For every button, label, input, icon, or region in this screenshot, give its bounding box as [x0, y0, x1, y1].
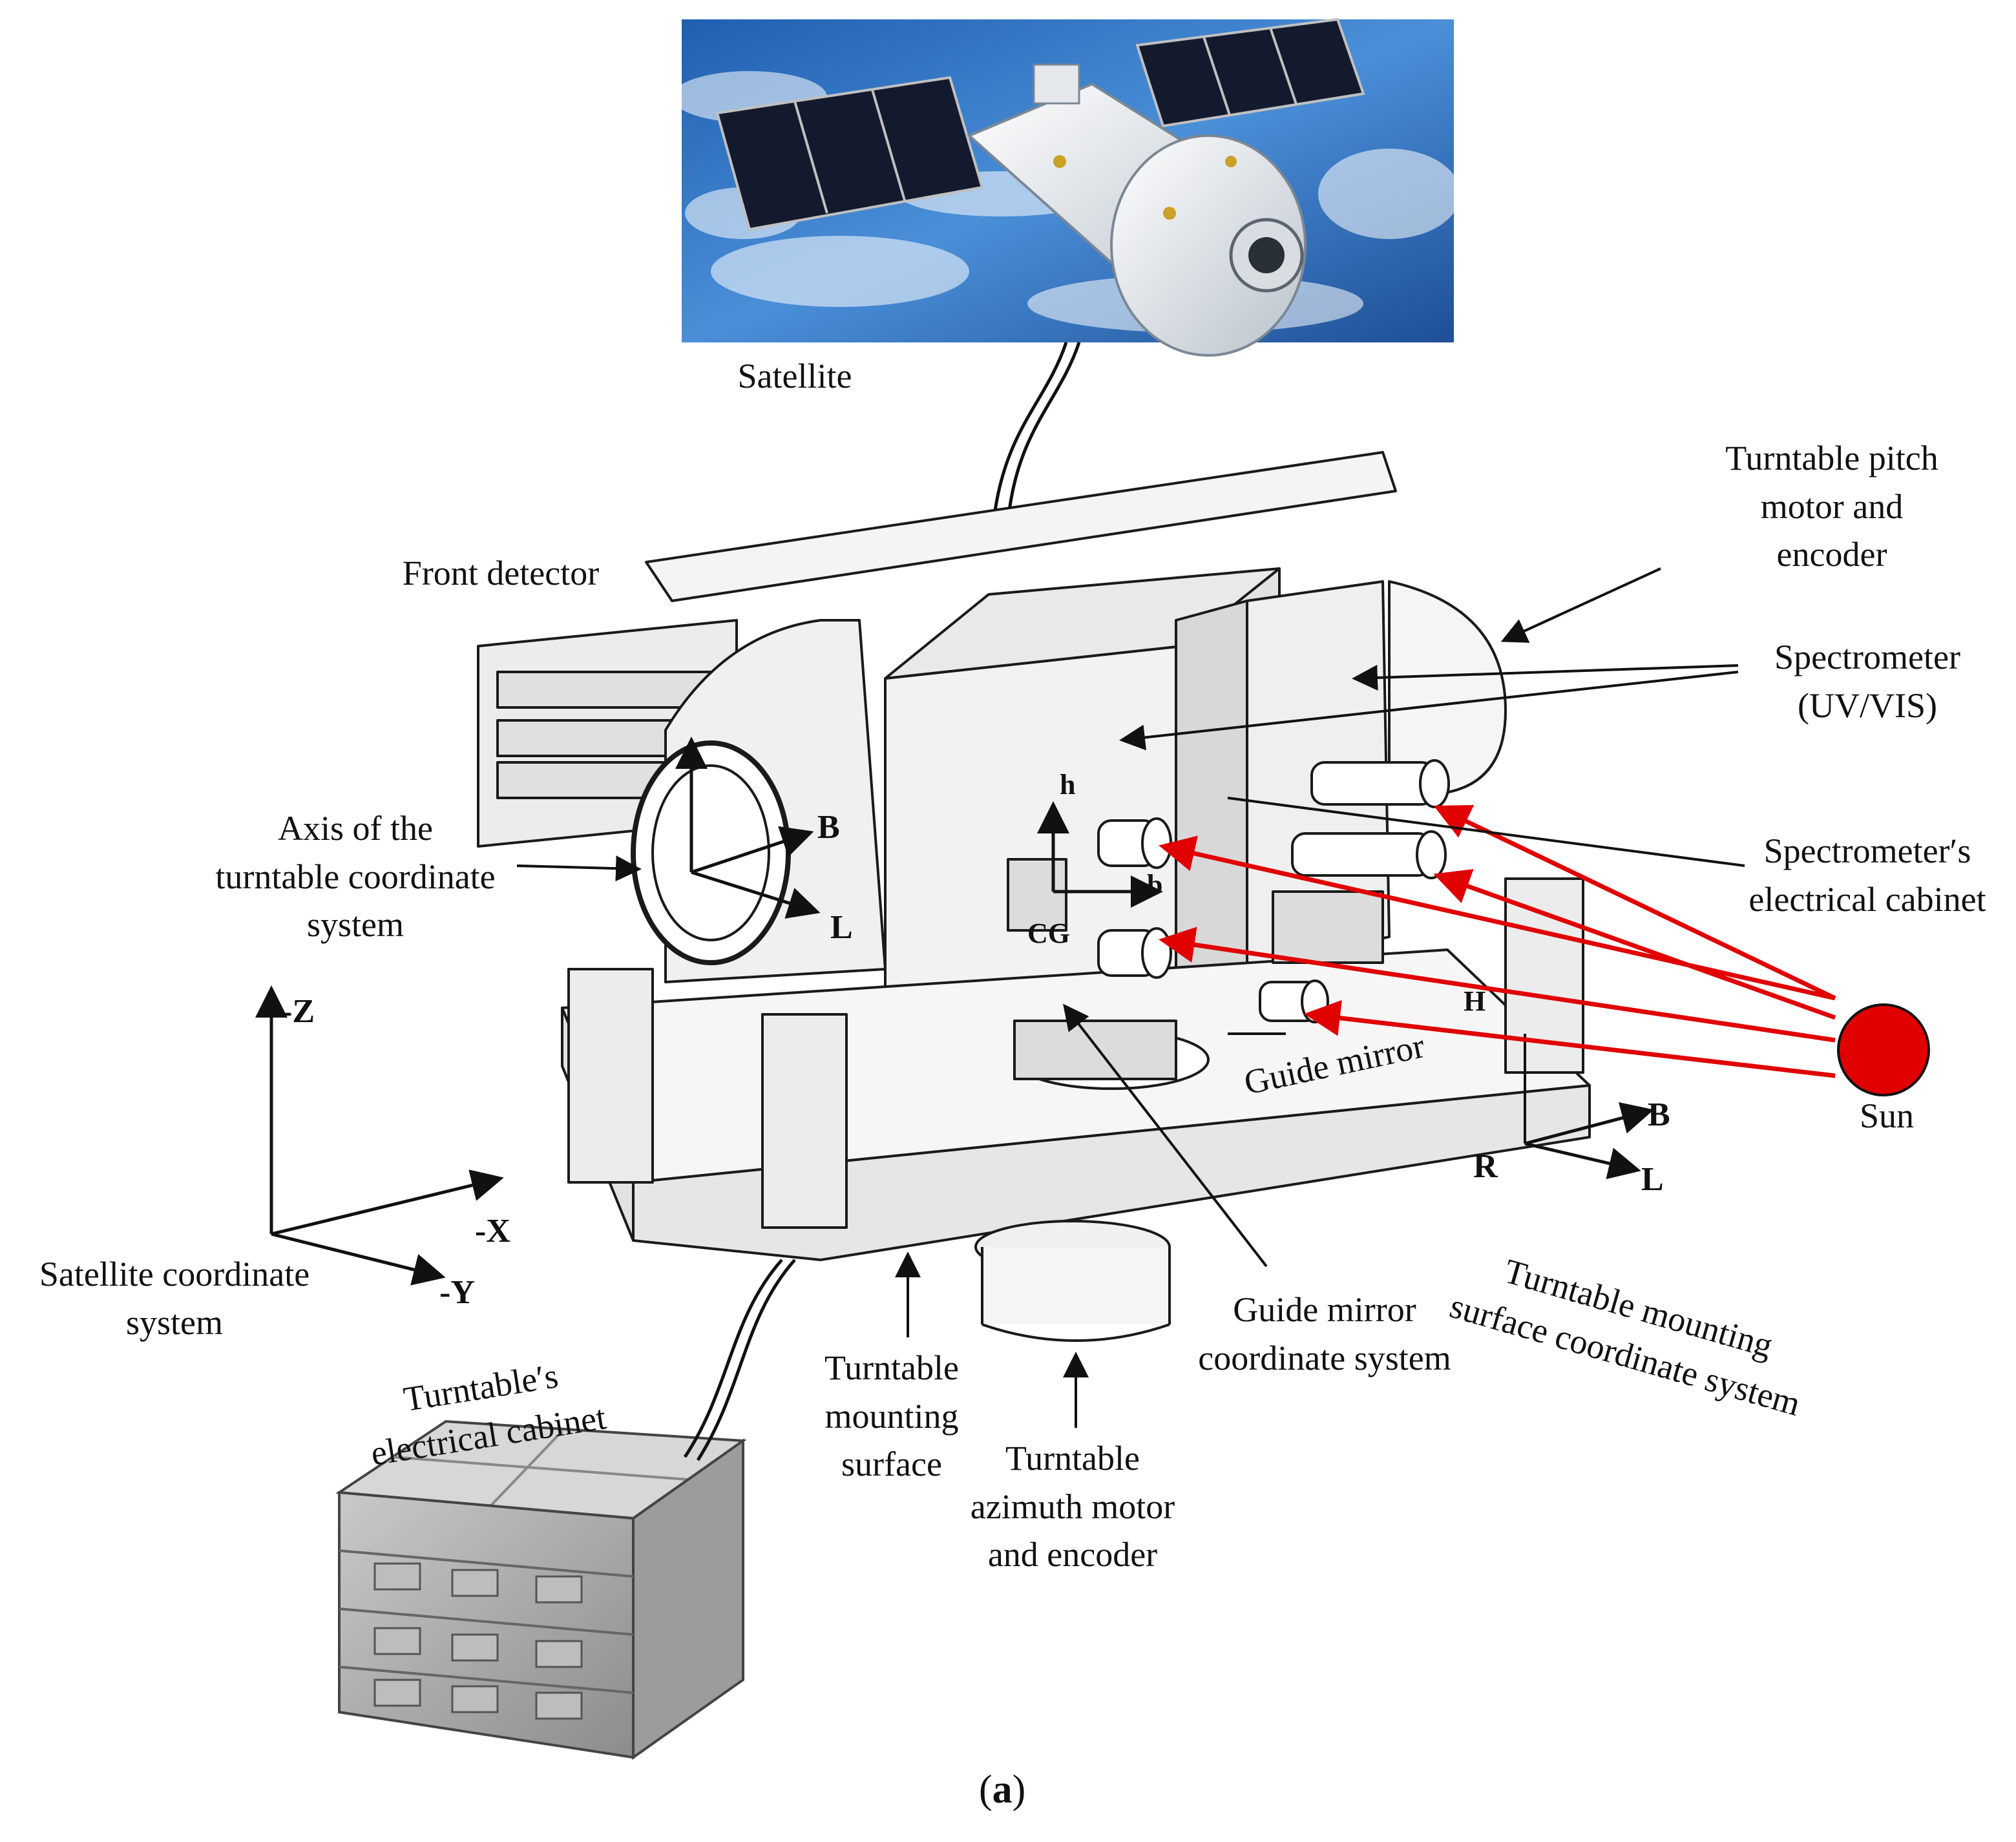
- axis-b: b: [1147, 869, 1163, 901]
- label-satellite-coord: Satellite coordinate system: [39, 1255, 310, 1342]
- label-spectrometer: Spectrometer (UV/VIS): [1774, 638, 1960, 725]
- satellite-axes: [255, 985, 504, 1286]
- spacecraft-body: [967, 63, 1307, 357]
- sun-disk: [1837, 1003, 1930, 1096]
- label-axis-turntable: Axis of the turntable coordinate system: [215, 809, 496, 945]
- axis-L-turntable: L: [830, 909, 853, 946]
- figure-caption: (a): [979, 1768, 1026, 1812]
- solar-panel-right: [1135, 17, 1365, 128]
- label-azimuth-motor: Turntable azimuth motor and encoder: [970, 1439, 1175, 1575]
- satellite-image: [672, 17, 1460, 357]
- label-front-detector: Front detector: [402, 554, 600, 592]
- base-bottom-front: [632, 1084, 1591, 1261]
- axis-L-mount: L: [1641, 1161, 1664, 1198]
- turntable-cabinet-box: [335, 1419, 747, 1760]
- axis-R-mount: R: [1473, 1148, 1498, 1185]
- satellite-cable-2: [1007, 342, 1081, 511]
- axis-neg-x: -X: [475, 1213, 510, 1250]
- label-satellite: Satellite: [737, 357, 852, 395]
- label-guide-mirror-coord: Guide mirror coordinate system: [1198, 1290, 1451, 1377]
- turntable-assembly: [477, 451, 1591, 1342]
- pitch-motor-housing: [1388, 580, 1507, 796]
- sun-rays: [1159, 804, 1836, 1078]
- axis-B-turntable: B: [817, 809, 840, 846]
- azimuth-motor: [974, 1220, 1171, 1342]
- optical-tubes-right: [1291, 759, 1450, 879]
- axis-h: h: [1060, 769, 1076, 801]
- satellite-cable: [993, 342, 1068, 511]
- optical-tubes-left: [1097, 817, 1172, 979]
- axis-H: H: [1464, 985, 1486, 1017]
- axis-B-mount: B: [1648, 1096, 1670, 1133]
- turntable-axes: [675, 737, 1654, 1180]
- axis-neg-y: -Y: [439, 1274, 475, 1311]
- label-mounting-surface: Turntable mounting surface: [824, 1348, 959, 1484]
- cabinet-cable: [696, 1259, 796, 1461]
- cabinet-cable-2: [683, 1259, 783, 1458]
- label-pitch-motor: Turntable pitch motor and encoder: [1725, 439, 1938, 574]
- leader-lines: [516, 567, 1745, 1428]
- axis-neg-z: -Z: [281, 993, 315, 1030]
- connectors: [1007, 858, 1384, 1080]
- top-plate: [645, 451, 1397, 602]
- label-spectrometer-cabinet: Spectrometer′s electrical cabinet: [1748, 832, 1986, 919]
- solar-panel-left: [715, 76, 984, 231]
- label-sun: Sun: [1859, 1096, 1915, 1135]
- axis-cg: CG: [1027, 917, 1070, 949]
